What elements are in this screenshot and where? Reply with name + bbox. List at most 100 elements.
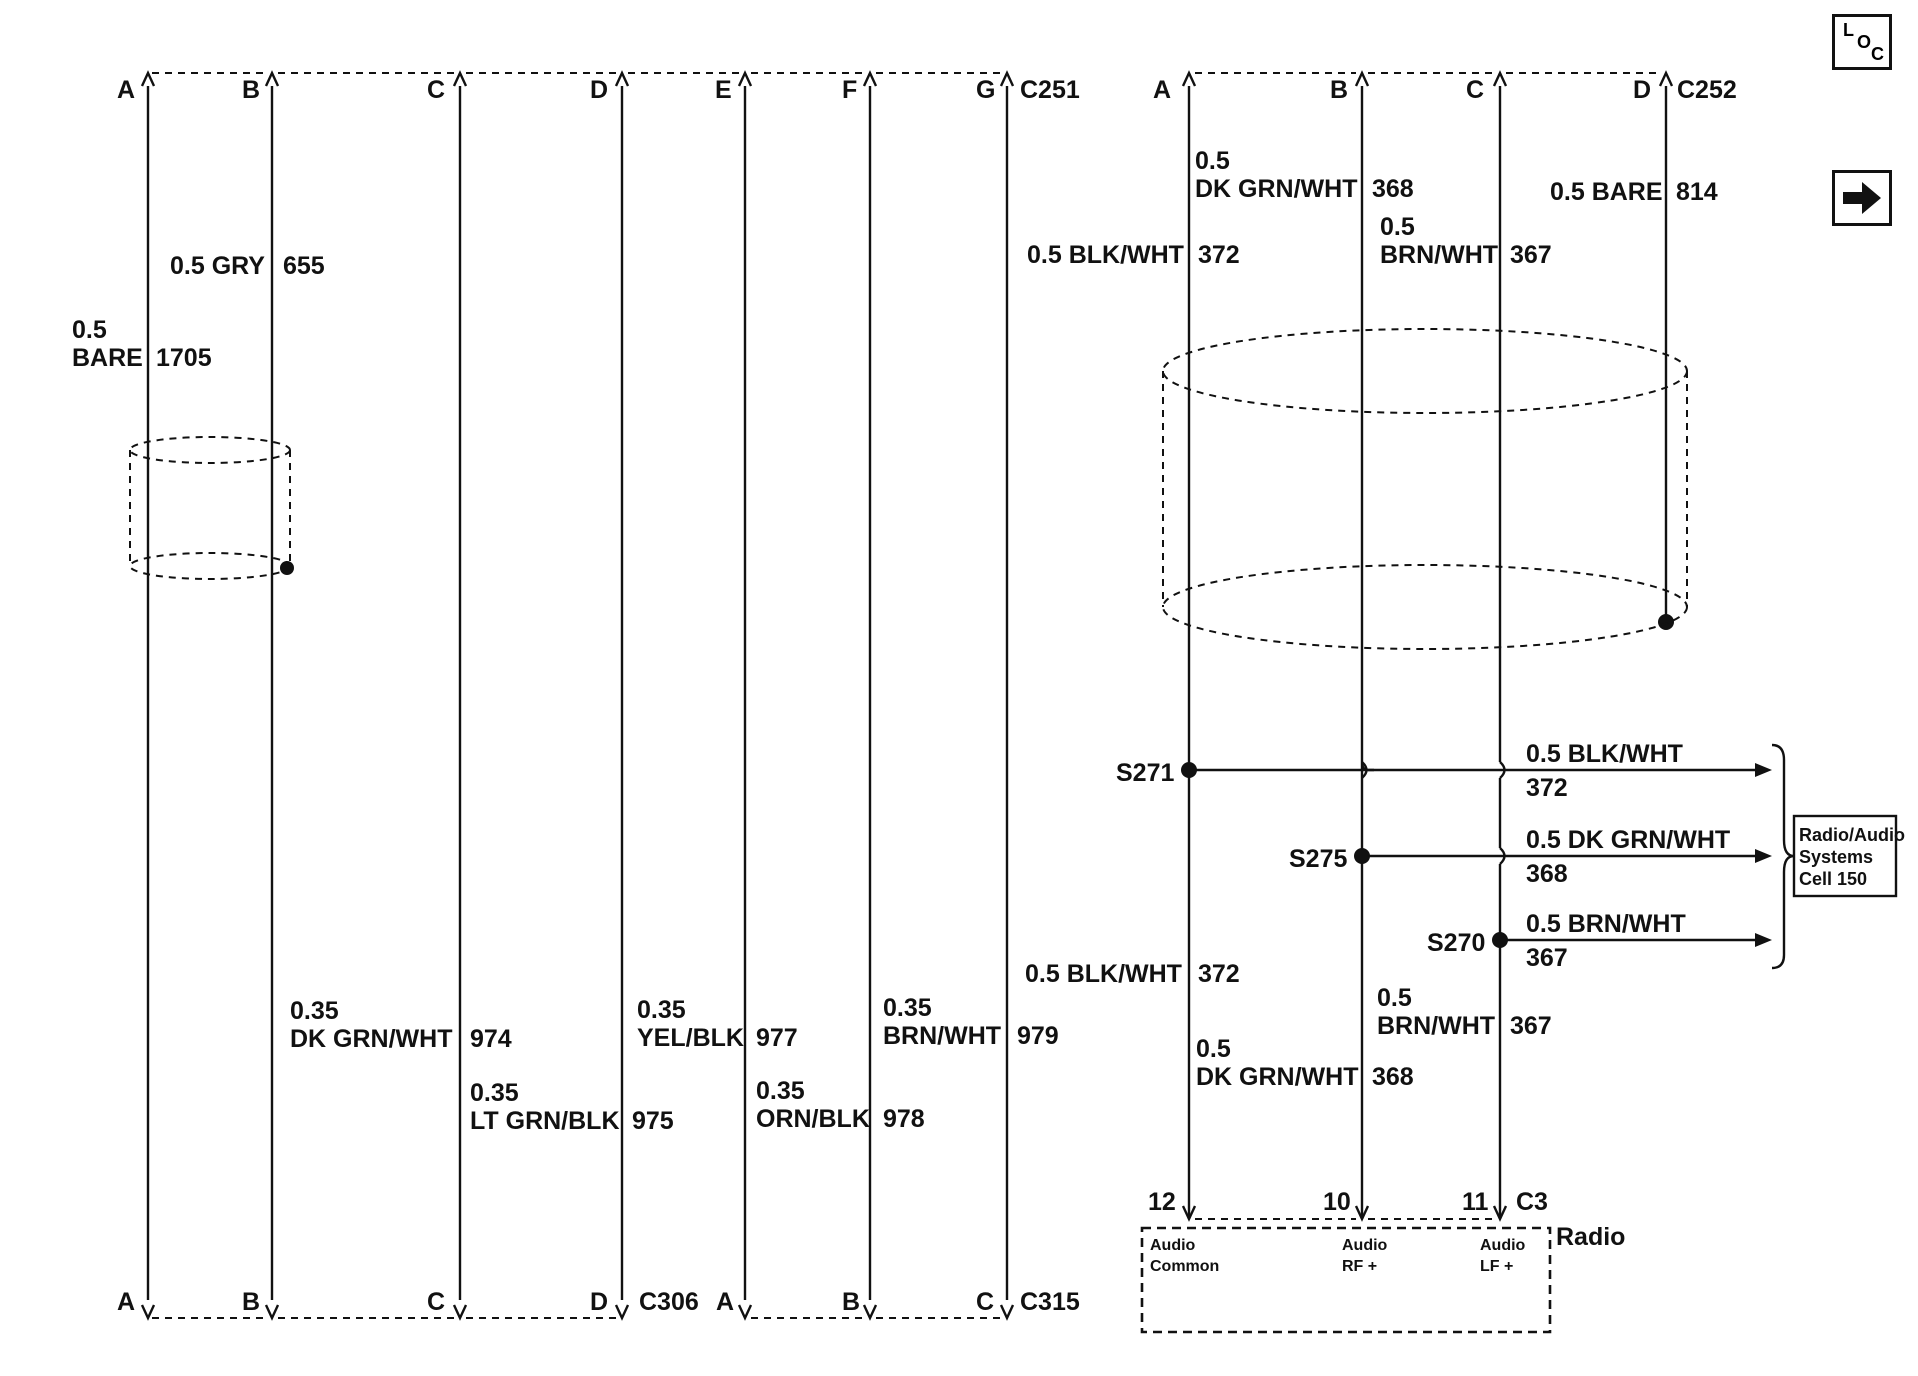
radio-pin-11-label-2: LF + (1480, 1258, 1513, 1275)
radio-connector-id: C3 (1516, 1188, 1548, 1216)
radio-pin-12-label-1: Audio (1150, 1237, 1196, 1254)
c252-b-wire-color: DK GRN/WHT (1195, 175, 1357, 203)
wire-g-gauge: 0.35 (883, 994, 932, 1022)
splice-s270-dot (1492, 932, 1508, 948)
c306-connector-id: C306 (639, 1288, 699, 1316)
radio-b-wire-gauge: 0.5 (1196, 1035, 1231, 1063)
c315-connector-id: C315 (1020, 1288, 1080, 1316)
ref-box-line-2: Systems (1799, 847, 1873, 867)
loc-letter-l: L (1843, 20, 1854, 40)
s270-wire-label: 0.5 BRN/WHT (1526, 910, 1686, 938)
c251-pin-e: E (715, 76, 732, 104)
c252-a-wire-circuit: 372 (1198, 241, 1240, 269)
wire-f-circuit: 978 (883, 1105, 925, 1133)
radio-pin-10-label-1: Audio (1342, 1237, 1388, 1254)
wire-a-color: BARE (72, 344, 143, 372)
c306-c315-connectors-bottom: A B C D C306 A B C C315 (117, 1288, 1080, 1321)
loc-letter-c: C (1871, 44, 1884, 64)
c252-pin-d: D (1633, 76, 1651, 104)
c251-connector-top: A B C D E F G C251 (117, 70, 1080, 104)
c252-pin-c: C (1466, 76, 1484, 104)
c252-c-wire-circuit: 367 (1510, 241, 1552, 269)
shield-ground-dot (280, 561, 294, 575)
wire-c-circuit: 974 (470, 1025, 512, 1053)
wire-e-circuit: 977 (756, 1024, 798, 1052)
c251-pin-f: F (842, 76, 857, 104)
c252-pin-b: B (1330, 76, 1348, 104)
radio-c-wire-color: BRN/WHT (1377, 1012, 1495, 1040)
s275-circuit: 368 (1526, 860, 1568, 888)
c306-pin-c: C (427, 1288, 445, 1316)
c252-c-wire-gauge: 0.5 (1380, 213, 1415, 241)
splice-s271-label: S271 (1116, 759, 1174, 787)
radio-pin-10-label-2: RF + (1342, 1258, 1377, 1275)
wire-f-color: ORN/BLK (756, 1105, 870, 1133)
c306-pin-b: B (242, 1288, 260, 1316)
splice-s275-dot (1354, 848, 1370, 864)
radio-pin-11: 11 (1462, 1188, 1489, 1216)
c252-b-wire-circuit: 368 (1372, 175, 1414, 203)
c252-d-wire-gauge-color: 0.5 BARE (1550, 178, 1663, 206)
radio-b-wire-color: DK GRN/WHT (1196, 1063, 1358, 1091)
left-wires (146, 86, 1009, 1300)
right-arrow-icon[interactable] (1832, 170, 1892, 226)
splice-branches (1181, 743, 1795, 970)
loc-icon[interactable]: L O C (1832, 14, 1892, 70)
right-arrow-glyph (1843, 182, 1881, 214)
wire-f-gauge: 0.35 (756, 1077, 805, 1105)
wire-e-gauge: 0.35 (637, 996, 686, 1024)
splice-s271-dot (1181, 762, 1197, 778)
c252-a-wire-gauge-color: 0.5 BLK/WHT (1027, 241, 1184, 269)
ref-box-line-1: Radio/Audio (1799, 825, 1905, 845)
wire-b-circuit: 655 (283, 252, 325, 280)
right-shield (1162, 328, 1688, 650)
radio-pin-12-label-2: Common (1150, 1258, 1219, 1275)
radio-c-wire-circuit: 367 (1510, 1012, 1552, 1040)
c251-pin-c: C (427, 76, 445, 104)
radio-a-wire-circuit: 372 (1198, 960, 1240, 988)
wire-g-circuit: 979 (1017, 1022, 1059, 1050)
wire-c-gauge: 0.35 (290, 997, 339, 1025)
wire-a-gauge: 0.5 (72, 316, 107, 344)
c251-connector-id: C251 (1020, 76, 1080, 104)
c251-pin-d: D (590, 76, 608, 104)
c315-pin-b: B (842, 1288, 860, 1316)
c251-pin-g: G (976, 76, 995, 104)
wire-b-gauge-color: 0.5 GRY (170, 252, 265, 280)
s270-circuit: 367 (1526, 944, 1568, 972)
c251-pin-a: A (117, 76, 135, 104)
c252-d-wire-circuit: 814 (1676, 178, 1718, 206)
ref-box-line-3: Cell 150 (1799, 869, 1867, 889)
splice-s275-label: S275 (1289, 845, 1347, 873)
wire-d-color: LT GRN/BLK (470, 1107, 620, 1135)
wire-c-color: DK GRN/WHT (290, 1025, 452, 1053)
splice-s270-label: S270 (1427, 929, 1485, 957)
c306-pin-d: D (590, 1288, 608, 1316)
radio-a-wire-gauge-color: 0.5 BLK/WHT (1025, 960, 1182, 988)
c315-pin-a: A (716, 1288, 734, 1316)
radio-c-wire-gauge: 0.5 (1377, 984, 1412, 1012)
radio-name: Radio (1556, 1223, 1625, 1251)
wire-d-circuit: 975 (632, 1107, 674, 1135)
c306-pin-a: A (117, 1288, 135, 1316)
c315-pin-c: C (976, 1288, 994, 1316)
wire-e-color: YEL/BLK (637, 1024, 744, 1052)
c251-pin-b: B (242, 76, 260, 104)
radio-pin-12: 12 (1148, 1188, 1176, 1216)
wire-g-color: BRN/WHT (883, 1022, 1001, 1050)
c252-b-wire-gauge: 0.5 (1195, 147, 1230, 175)
radio-component[interactable]: 12 10 11 C3 Audio Common Audio RF + Audi… (1140, 1188, 1625, 1334)
radio-audio-ref-box[interactable]: Radio/Audio Systems Cell 150 (1792, 814, 1905, 898)
left-shield (129, 436, 294, 580)
radio-pin-11-label-1: Audio (1480, 1237, 1526, 1254)
loc-letter-o: O (1857, 32, 1872, 52)
s271-circuit: 372 (1526, 774, 1568, 802)
s275-wire-label: 0.5 DK GRN/WHT (1526, 826, 1730, 854)
radio-pin-10: 10 (1323, 1188, 1351, 1216)
c252-pin-a: A (1153, 76, 1171, 104)
wire-a-circuit: 1705 (156, 344, 212, 372)
c252-connector-id: C252 (1677, 76, 1737, 104)
shield-drain-dot (1658, 614, 1674, 630)
